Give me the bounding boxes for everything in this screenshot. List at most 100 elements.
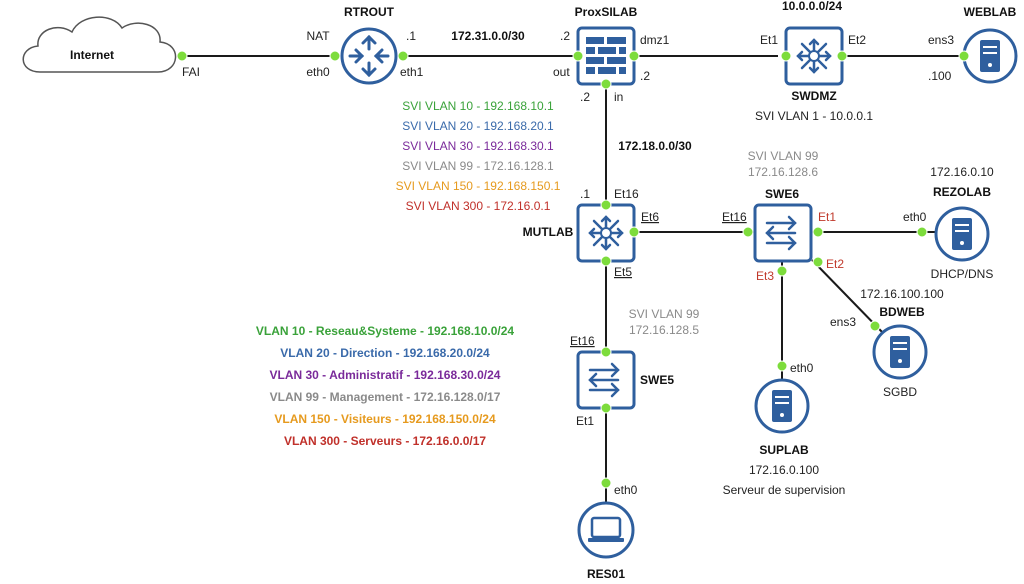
port-swe5-et1[interactable] — [600, 402, 612, 414]
swdmz-svi: SVI VLAN 1 - 10.0.0.1 — [755, 109, 873, 123]
port-bdweb-ens3[interactable] — [869, 320, 881, 332]
switch-swe6[interactable] — [753, 203, 813, 263]
weblab-port-label: ens3 — [928, 33, 954, 47]
workstation-icon — [577, 501, 635, 559]
internet-cloud[interactable]: Internet — [22, 16, 177, 73]
legend-vlan20: VLAN 20 - Direction - 192.168.20.0/24 — [280, 346, 490, 360]
svi-vlan300: SVI VLAN 300 - 172.16.0.1 — [406, 199, 551, 213]
svi-vlan99: SVI VLAN 99 - 172.16.128.1 — [402, 159, 554, 173]
svi-vlan10: SVI VLAN 10 - 192.168.10.1 — [402, 99, 554, 113]
net-rtrout-proxsilab: 172.31.0.0/30 — [451, 29, 525, 43]
port-fai[interactable] — [176, 50, 188, 62]
server-rezolab[interactable] — [934, 206, 990, 262]
rezolab-ip: 172.16.0.10 — [930, 165, 994, 179]
vlan-legend: VLAN 10 - Reseau&Systeme - 192.168.10.0/… — [256, 324, 514, 448]
res01-name: RES01 — [587, 567, 625, 581]
rtrout-eth1-label: eth1 — [400, 65, 424, 79]
port-swe5-et16[interactable] — [600, 346, 612, 358]
port-swe6-et16[interactable] — [742, 226, 754, 238]
svi-vlan20: SVI VLAN 20 - 192.168.20.1 — [402, 119, 554, 133]
port-proxsilab-out[interactable] — [572, 50, 584, 62]
mutlab-et16-label: Et16 — [614, 187, 639, 201]
port-mutlab-et16[interactable] — [600, 199, 612, 211]
port-proxsilab-dmz1[interactable] — [628, 50, 640, 62]
router-rtrout[interactable] — [340, 27, 398, 85]
swe5-et16-label: Et16 — [570, 334, 595, 348]
swe6-et2-label: Et2 — [826, 257, 844, 271]
suplab-ip: 172.16.0.100 — [749, 463, 819, 477]
port-swe6-et3[interactable] — [776, 265, 788, 277]
weblab-ip-label: .100 — [928, 69, 952, 83]
port-res01-eth0[interactable] — [600, 477, 612, 489]
mutlab-et5-label: Et5 — [614, 265, 632, 279]
bdweb-name: BDWEB — [879, 305, 925, 319]
switch-swe5[interactable] — [576, 350, 636, 410]
swe5-name: SWE5 — [640, 373, 674, 387]
net-proxsilab-mutlab: 172.18.0.0/30 — [618, 139, 692, 153]
suplab-role: Serveur de supervision — [723, 483, 846, 497]
swe6-svi-line2: 172.16.128.6 — [748, 165, 818, 179]
workstation-res01[interactable] — [577, 501, 635, 559]
rtrout-name: RTROUT — [344, 5, 395, 19]
legend-vlan10: VLAN 10 - Reseau&Systeme - 192.168.10.0/… — [256, 324, 514, 338]
swdmz-et1-label: Et1 — [760, 33, 778, 47]
port-suplab-eth0[interactable] — [776, 360, 788, 372]
firewall-icon — [576, 26, 636, 86]
switch-mutlab[interactable] — [576, 203, 636, 263]
swe6-name: SWE6 — [765, 187, 799, 201]
port-swe6-et1[interactable] — [812, 226, 824, 238]
legend-vlan99: VLAN 99 - Management - 172.16.128.0/17 — [270, 390, 501, 404]
port-swdmz-et2[interactable] — [836, 50, 848, 62]
rtrout-nat-label: NAT — [306, 29, 330, 43]
port-rezolab-eth0[interactable] — [916, 226, 928, 238]
mutlab-name: MUTLAB — [523, 225, 574, 239]
res01-port-label: eth0 — [614, 483, 638, 497]
server-bdweb[interactable] — [872, 324, 928, 380]
port-proxsilab-in[interactable] — [600, 78, 612, 90]
proxsilab-name: ProxSILAB — [575, 5, 638, 19]
legend-vlan150: VLAN 150 - Visiteurs - 192.168.150.0/24 — [274, 412, 496, 426]
proxsilab-out-ip: .2 — [560, 29, 570, 43]
rezolab-port-label: eth0 — [903, 210, 927, 224]
fai-port-label: FAI — [182, 65, 200, 79]
port-mutlab-et5[interactable] — [600, 255, 612, 267]
swe5-svi-line2: 172.16.128.5 — [629, 323, 699, 337]
proxsilab-dmz1-label: dmz1 — [640, 33, 670, 47]
port-weblab-ens3[interactable] — [958, 50, 970, 62]
switch-swdmz[interactable] — [784, 26, 844, 86]
bdweb-ip: 172.16.100.100 — [860, 287, 944, 301]
rtrout-eth0-label: eth0 — [306, 65, 330, 79]
suplab-port-label: eth0 — [790, 361, 814, 375]
net-dmz: 10.0.0.0/24 — [782, 0, 842, 13]
suplab-name: SUPLAB — [759, 443, 809, 457]
port-rtrout-eth1[interactable] — [397, 50, 409, 62]
bdweb-port-label: ens3 — [830, 315, 856, 329]
server-suplab[interactable] — [754, 378, 810, 434]
firewall-proxsilab[interactable] — [576, 26, 636, 86]
server-weblab[interactable] — [962, 28, 1018, 84]
rezolab-name: REZOLAB — [933, 185, 991, 199]
router-icon — [340, 27, 398, 85]
legend-vlan300: VLAN 300 - Serveurs - 172.16.0.0/17 — [284, 434, 486, 448]
proxsilab-out-label: out — [553, 65, 570, 79]
rtrout-ip-label: .1 — [406, 29, 416, 43]
port-rtrout-eth0[interactable] — [329, 50, 341, 62]
mutlab-ip-label: .1 — [580, 187, 590, 201]
swe6-et16-label: Et16 — [722, 210, 747, 224]
proxsilab-in-ip: .2 — [580, 90, 590, 104]
port-swe6-et2[interactable] — [812, 256, 824, 268]
mutlab-et6-label: Et6 — [641, 210, 659, 224]
port-mutlab-et6[interactable] — [628, 226, 640, 238]
swe5-et1-label: Et1 — [576, 414, 594, 428]
legend-vlan30: VLAN 30 - Administratif - 192.168.30.0/2… — [270, 368, 501, 382]
weblab-name: WEBLAB — [964, 5, 1017, 19]
internet-label: Internet — [70, 48, 114, 62]
port-swdmz-et1[interactable] — [780, 50, 792, 62]
proxsilab-in-label: in — [614, 90, 623, 104]
swe6-et3-label: Et3 — [756, 269, 774, 283]
mutlab-svi-list: SVI VLAN 10 - 192.168.10.1 SVI VLAN 20 -… — [396, 99, 561, 213]
svi-vlan30: SVI VLAN 30 - 192.168.30.1 — [402, 139, 554, 153]
swdmz-name: SWDMZ — [791, 89, 836, 103]
swe6-svi-line1: SVI VLAN 99 — [748, 149, 819, 163]
